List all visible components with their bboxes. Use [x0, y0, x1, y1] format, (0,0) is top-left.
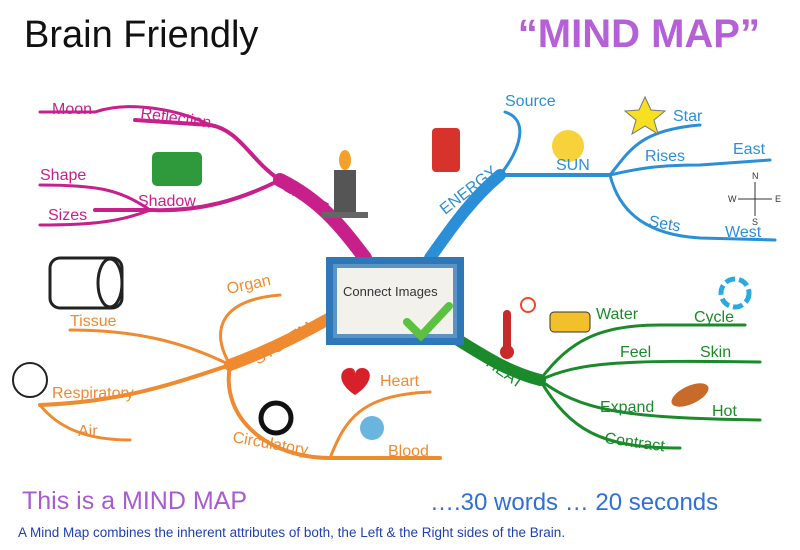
branch-label-system: SYSTEM: [251, 319, 316, 368]
node-rises: Rises: [645, 148, 685, 165]
node-moon: Moon: [52, 101, 92, 118]
node-hot: Hot: [712, 403, 737, 420]
node-cycle: Cycle: [694, 309, 734, 326]
footer-caption: A Mind Map combines the inherent attribu…: [18, 525, 566, 540]
branch-energy: [424, 110, 777, 264]
blood-icon: [360, 416, 384, 440]
node-air: Air: [78, 423, 98, 440]
branch-system: [38, 293, 442, 460]
hotdog-icon: [671, 383, 709, 407]
center-node: Connect Images: [326, 257, 464, 345]
node-sun: SUN: [556, 157, 590, 174]
branch-label-light: LIGHT: [281, 179, 331, 217]
slide-subtitle: “MIND MAP”: [517, 12, 760, 56]
candle-icon: [322, 150, 368, 218]
node-water: Water: [596, 306, 639, 323]
toilet-roll-icon: [48, 256, 124, 310]
sun-icon: [552, 130, 584, 162]
node-reflection: Reflection: [139, 105, 212, 132]
node-blood: Blood: [388, 443, 429, 460]
compass-n: N: [752, 171, 759, 181]
face-icon: [12, 362, 48, 398]
node-contract: Contract: [603, 430, 666, 455]
footer-heading: This is a MIND MAP: [22, 487, 248, 515]
node-heart: Heart: [380, 373, 420, 390]
node-star: Star: [673, 108, 703, 125]
node-shadow: Shadow: [138, 193, 196, 210]
node-sizes: Sizes: [48, 207, 87, 224]
node-expand: Expand: [600, 399, 654, 416]
compass-e: E: [775, 194, 781, 204]
node-west: West: [725, 224, 762, 241]
circle-icon: [258, 400, 294, 436]
heart-icon: [341, 368, 370, 395]
star-icon: [623, 95, 667, 136]
compass-s: S: [752, 217, 758, 227]
thermometer-icon: [500, 310, 514, 359]
compass-icon: [738, 182, 772, 216]
node-sets: Sets: [647, 213, 681, 235]
compass-w: W: [728, 194, 737, 204]
cycle-icon: [718, 276, 752, 310]
node-tissue: Tissue: [70, 313, 117, 330]
evernote-icon: [152, 152, 202, 186]
node-shape: Shape: [40, 167, 86, 184]
checkmark-icon: [403, 302, 453, 342]
battery-icon: [432, 128, 460, 172]
node-skin: Skin: [700, 344, 731, 361]
branch-heat: [449, 323, 762, 450]
sponge-icon: [549, 311, 591, 333]
node-respiratory: Respiratory: [52, 385, 134, 402]
node-east: East: [733, 141, 766, 158]
node-organ: Organ: [225, 272, 272, 298]
branch-label-heat: HEAT: [483, 354, 527, 392]
center-label: Connect Images: [343, 284, 438, 299]
footer-stat: ….30 words … 20 seconds: [430, 489, 719, 516]
node-source: Source: [505, 93, 556, 110]
sun-small-icon: [520, 297, 536, 313]
node-feel: Feel: [620, 344, 651, 361]
slide-title: Brain Friendly: [24, 14, 259, 56]
